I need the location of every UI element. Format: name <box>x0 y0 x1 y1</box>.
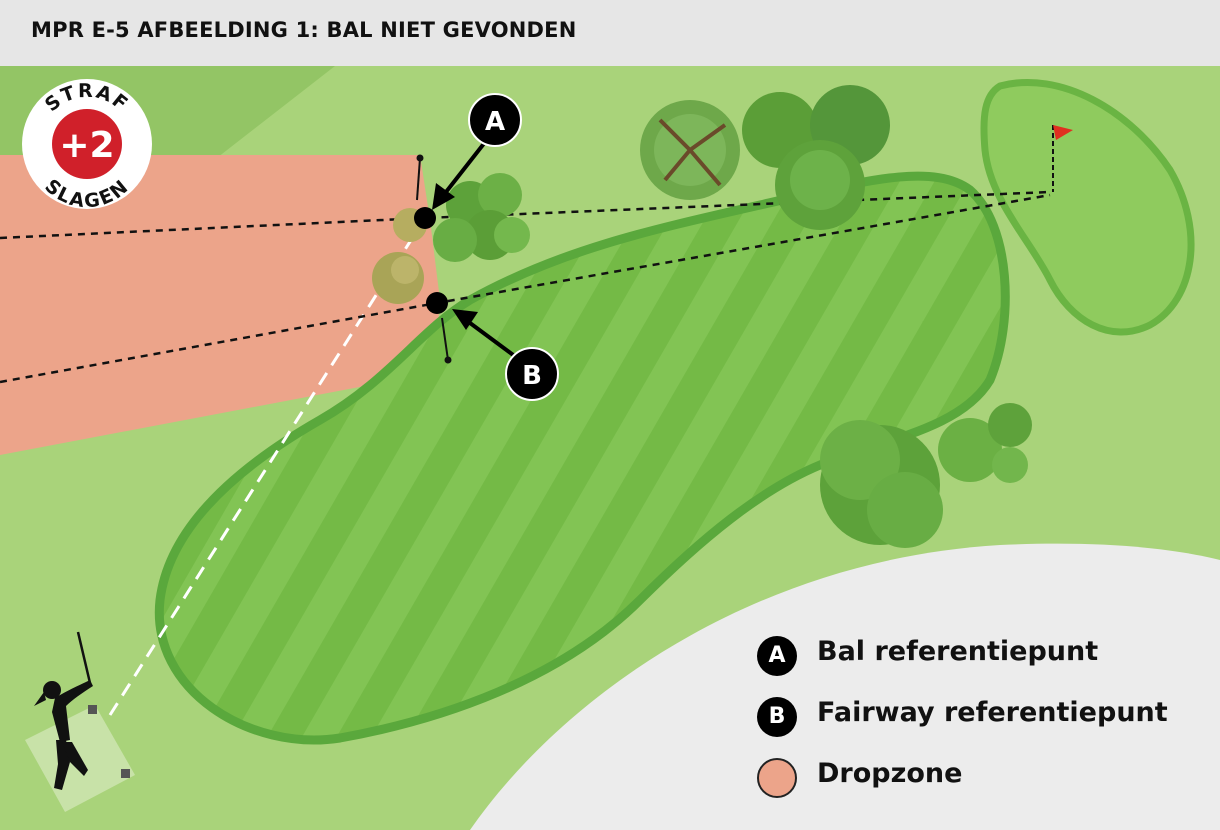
page-title: MPR E-5 AFBEELDING 1: BAL NIET GEVONDEN <box>31 18 577 42</box>
fairway <box>154 171 1010 745</box>
legend-label-fairway-reference: Fairway referentiepunt <box>817 697 1168 728</box>
trees-top <box>640 85 890 230</box>
legend-label-dropzone: Dropzone <box>817 758 963 789</box>
marker-a: A <box>468 93 522 147</box>
arrow-b-icon <box>452 309 522 362</box>
legend-label-ball-reference: Bal referentiepunt <box>817 636 1099 667</box>
putting-green <box>980 79 1195 336</box>
ball-flight-line <box>108 217 427 716</box>
trees-right <box>820 403 1032 548</box>
legend-dropzone-swatch <box>757 758 797 798</box>
legend-icon-b: B <box>757 697 797 737</box>
ball-reference-point <box>414 207 436 229</box>
fairway-reference-point <box>426 292 448 314</box>
marker-a-label: A <box>485 107 505 137</box>
header-bar: MPR E-5 AFBEELDING 1: BAL NIET GEVONDEN <box>0 0 1220 66</box>
golfer-icon <box>34 631 93 790</box>
club-length-posts <box>416 154 452 364</box>
flag-icon <box>1052 125 1073 192</box>
marker-b: B <box>505 347 559 401</box>
penalty-badge: +2 STRAF SLAGEN <box>22 79 152 213</box>
legend-icon-a: A <box>757 636 797 676</box>
out-of-bounds-area <box>470 543 1220 830</box>
penalty-value: +2 <box>59 125 114 166</box>
dropzone <box>0 155 440 455</box>
marker-b-label: B <box>522 361 542 391</box>
